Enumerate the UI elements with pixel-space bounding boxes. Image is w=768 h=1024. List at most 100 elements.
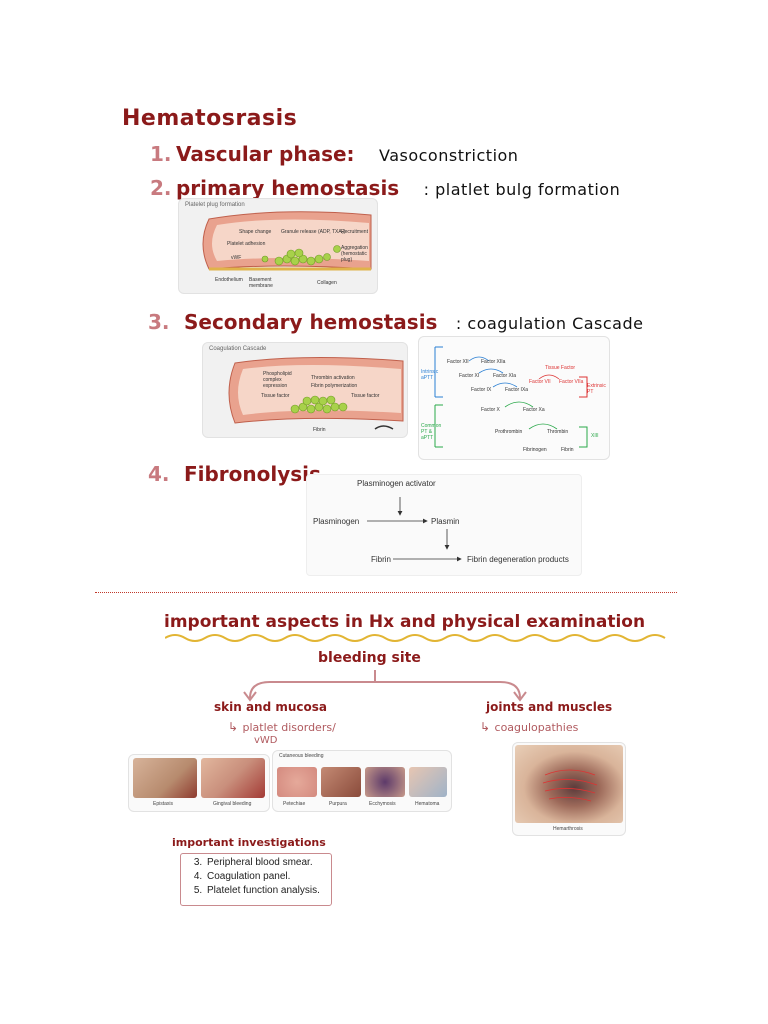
fig-label: Tissue factor [261, 393, 290, 399]
fig-label: Aggregation (hemostatic plug) [341, 245, 368, 263]
item-number: 2. [150, 176, 172, 200]
aspects-heading: important aspects in Hx and physical exa… [164, 612, 646, 632]
item-note: Vasoconstriction [379, 146, 519, 165]
cascade-label: Factor XII [447, 359, 469, 365]
item-note: : platlet bulg formation [423, 180, 621, 199]
fig-label: Shape change [239, 229, 272, 235]
cascade-label: Common PT & aPTT [421, 423, 442, 441]
item-label: Vascular phase: [175, 142, 355, 166]
fig-label: Tissue factor [351, 393, 380, 399]
fibrin-products-label: Fibrin degeneration products [467, 555, 569, 564]
right-sub-note: ↳ coagulopathies [480, 718, 578, 736]
cascade-label: Tissue Factor [545, 365, 576, 371]
fig-label: Fibrin [313, 427, 326, 433]
fig-label: Granule release (ADP, TXA₂) [281, 229, 346, 235]
vessel-illustration [228, 356, 404, 430]
cascade-label: Fibrinogen [523, 447, 547, 453]
item-fibrinolysis: 4. Fibronolysis [148, 462, 321, 486]
platelet-plug-figure: Platelet plug formation Shape change Gra… [178, 198, 378, 294]
cascade-label: Fibrin [561, 447, 574, 453]
item-number: 1. [150, 142, 172, 166]
cascade-label: Factor XIa [493, 373, 517, 379]
list-item: Platelet function analysis. [205, 884, 331, 898]
cascade-lines [434, 346, 588, 448]
branch-arrows [243, 670, 527, 702]
investigations-list: Peripheral blood smear. Coagulation pane… [181, 856, 331, 898]
fig-label: vWF [231, 255, 242, 261]
arrow-icon: ↳ [228, 720, 239, 734]
cutaneous-bleeding-photos: Cutaneous bleeding Petechiae Purpura Ecc… [272, 750, 452, 812]
fig-label: Fibrin polymerization [311, 383, 358, 389]
cascade-label: Intrinsic aPTT [421, 369, 439, 381]
cascade-label: Thrombin [547, 429, 569, 435]
fibrinolysis-arrows [367, 497, 462, 562]
coagulation-cascade-figure: Coagulation Cascade Phospholipid complex… [202, 342, 408, 438]
cascade-label: Factor Xa [523, 407, 545, 413]
ecchymosis-photo [365, 767, 405, 797]
photo-caption: Purpura [329, 801, 347, 807]
photos-header: Cutaneous bleeding [279, 753, 324, 759]
investigations-heading: important investigations [172, 836, 326, 849]
cascade-label: Extrinsic PT [587, 383, 606, 395]
cascade-label: Factor XI [459, 373, 480, 379]
investigations-box: Peripheral blood smear. Coagulation pane… [180, 853, 332, 906]
bleeding-site-label: bleeding site [318, 650, 421, 666]
item-label: Secondary hemostasis [183, 310, 438, 334]
list-item: Coagulation panel. [205, 870, 331, 884]
cascade-diagram: Intrinsic aPTT Extrinsic PT Common PT & … [418, 336, 610, 460]
mucosal-bleeding-photos: Epistaxis Gingival bleeding [128, 754, 270, 812]
coagulopathies-label: coagulopathies [494, 721, 579, 734]
hematoma-photo [409, 767, 447, 797]
epistaxis-photo [133, 758, 197, 798]
cascade-label: XIII [591, 433, 599, 439]
item-vascular-phase: 1. Vascular phase: Vasoconstriction [150, 142, 518, 166]
page-title: Hematosrasis [122, 106, 298, 131]
photo-caption: Ecchymosis [369, 801, 396, 807]
item-primary-hemostasis: 2. primary hemostasis : platlet bulg for… [150, 176, 620, 200]
cascade-label: Factor XIIa [481, 359, 506, 365]
cascade-label: Factor X [481, 407, 500, 413]
item-number: 4. [148, 462, 170, 486]
figure-caption: Coagulation Cascade [209, 346, 267, 352]
photo-caption: Hematoma [415, 801, 440, 807]
highlight-squiggle [165, 634, 666, 642]
cascade-label: Factor IX [471, 387, 492, 393]
item-number: 3. [148, 310, 170, 334]
list-item: Peripheral blood smear. [205, 856, 331, 870]
left-sub-note: ↳ platlet disorders/ [228, 718, 336, 736]
fig-label: Recruitment [341, 229, 368, 235]
vessel-illustration [202, 211, 372, 271]
swelling-marks [542, 769, 598, 802]
fig-label: Collagen [317, 280, 337, 286]
petechiae-photo [277, 767, 317, 797]
fig-label: Thrombin activation [311, 375, 355, 381]
figure-caption: Platelet plug formation [185, 202, 245, 208]
fibrinolysis-diagram: Plasminogen activator Plasminogen Plasmi… [306, 474, 582, 576]
hemarthrosis-photo [515, 745, 623, 823]
cascade-label: Prothrombin [495, 429, 523, 435]
cascade-label: Factor VII [529, 379, 551, 385]
photo-caption: Epistaxis [153, 801, 174, 807]
plasmin-label: Plasmin [431, 517, 460, 526]
item-secondary-hemostasis: 3. Secondary hemostasis : coagulation Ca… [148, 310, 643, 334]
cascade-label: Factor VIIa [559, 379, 584, 385]
item-label: primary hemostasis [175, 176, 400, 200]
fig-label: Endothelium [215, 277, 243, 283]
fig-label: Platelet adhesion [227, 241, 266, 247]
fibrin-label: Fibrin [371, 555, 392, 564]
hemarthrosis-figure: Hemarthrosis [512, 742, 626, 836]
photo-caption: Gingival bleeding [213, 801, 252, 807]
section-divider [95, 592, 677, 593]
plasminogen-activator-label: Plasminogen activator [357, 479, 436, 488]
skin-mucosa-label: skin and mucosa [214, 700, 328, 714]
purpura-photo [321, 767, 361, 797]
cascade-label: Factor IXa [505, 387, 529, 393]
platelet-disorders-label: platlet disorders/ [242, 721, 336, 734]
fig-label: Basement membrane [249, 277, 273, 289]
item-note: : coagulation Cascade [455, 314, 644, 333]
fig-label: Phospholipid complex expression [263, 371, 292, 389]
photo-caption: Petechiae [283, 801, 306, 807]
gingival-photo [201, 758, 265, 798]
item-label: Fibronolysis [183, 462, 321, 486]
joints-muscles-label: joints and muscles [486, 700, 613, 714]
